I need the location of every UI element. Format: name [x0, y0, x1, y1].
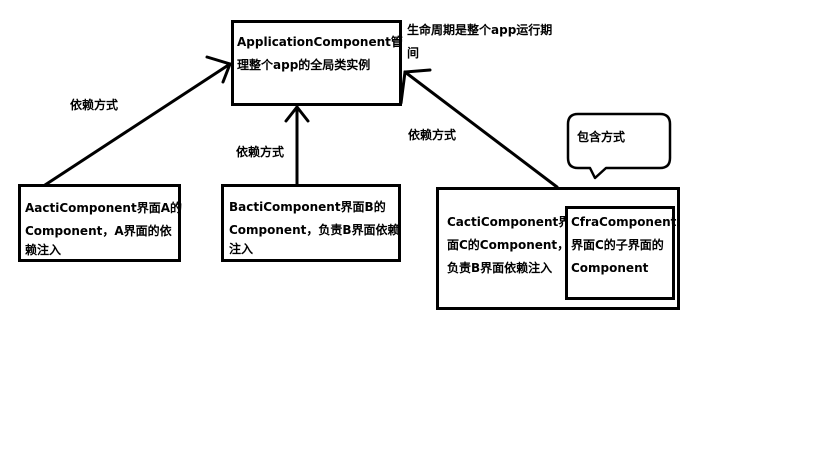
lifecycle-note-line1: 生命周期是整个app运行期	[407, 23, 553, 37]
component-a-box: AactiComponent界面A的 Component，A界面的依 赖注入	[18, 184, 182, 262]
component-c-box: CactiComponent界 面C的Component， 负责B界面依赖注入 …	[436, 187, 680, 310]
component-b-line1: BactiComponent界面B的	[229, 200, 386, 214]
application-component-line2: 理整个app的全局类实例	[237, 58, 371, 72]
component-cfra-line3: Component	[571, 261, 649, 275]
dependency-label-a: 依赖方式	[70, 98, 119, 112]
component-cfra-line1: CfraComponent	[571, 215, 677, 229]
component-a-line1: AactiComponent界面A的	[25, 201, 182, 215]
component-c-line1: CactiComponent界	[447, 215, 571, 229]
arrow-b-to-application	[284, 104, 310, 187]
arrow-a-to-application	[43, 55, 232, 187]
speech-bubble	[566, 112, 672, 180]
component-b-line3: 注入	[229, 242, 254, 256]
component-cfra-box: CfraComponent 界面C的子界面的 Component	[565, 206, 677, 300]
application-component-line1: ApplicationComponent管	[237, 35, 403, 49]
lifecycle-note-line2: 间	[407, 46, 420, 60]
dependency-label-b: 依赖方式	[236, 145, 285, 159]
include-label: 包含方式	[577, 130, 626, 144]
component-b-line2: Component，负责B界面依赖	[229, 223, 400, 237]
component-b-box: BactiComponent界面B的 Component，负责B界面依赖 注入	[221, 184, 401, 262]
component-cfra-line2: 界面C的子界面的	[571, 238, 664, 252]
component-a-line3: 赖注入	[25, 243, 62, 257]
arrow-c-to-application	[399, 68, 559, 189]
component-a-line2: Component，A界面的依	[25, 224, 172, 238]
dependency-label-c: 依赖方式	[408, 128, 457, 142]
component-c-line2: 面C的Component，	[447, 238, 570, 252]
component-c-line3: 负责B界面依赖注入	[447, 261, 553, 275]
application-component-box: ApplicationComponent管 理整个app的全局类实例	[231, 20, 403, 106]
